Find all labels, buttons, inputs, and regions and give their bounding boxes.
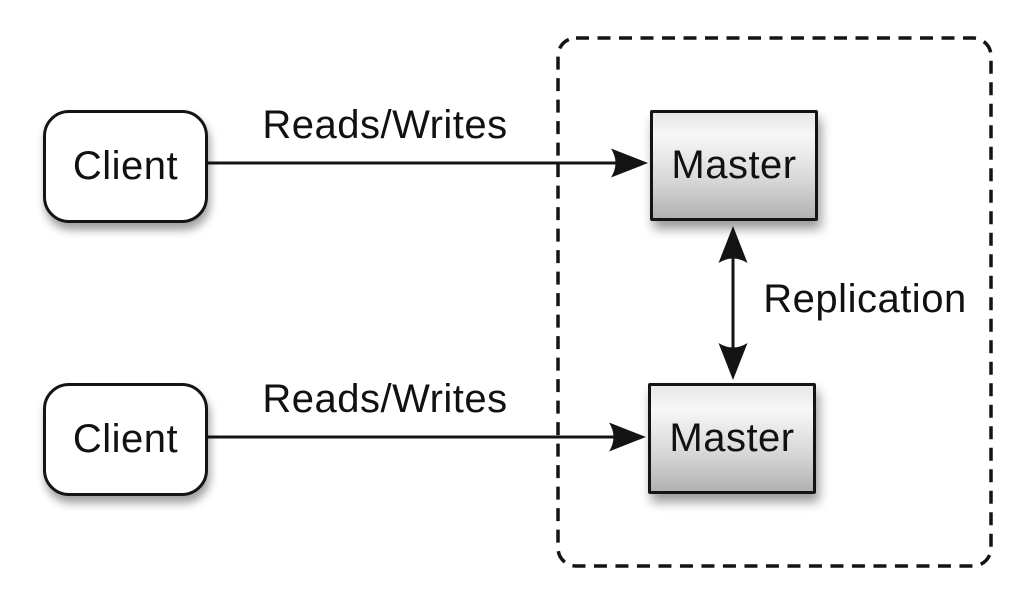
client-node-top: Client xyxy=(43,110,208,223)
master-node-top-label: Master xyxy=(671,143,797,187)
arrowhead-right-bottom xyxy=(609,422,646,452)
arrowhead-right-top xyxy=(611,148,648,178)
arrow-reads-writes-top xyxy=(208,148,648,178)
master-node-bottom-label: Master xyxy=(669,416,795,460)
replication-boundary-dashed-box xyxy=(556,36,993,568)
arrow-reads-writes-bottom xyxy=(207,422,646,452)
reads-writes-label-top: Reads/Writes xyxy=(262,103,508,147)
arrow-replication xyxy=(718,226,748,380)
arrowhead-down xyxy=(718,343,748,380)
arrowhead-up xyxy=(718,226,748,263)
replication-label: Replication xyxy=(763,277,967,321)
master-node-bottom: Master xyxy=(648,383,816,494)
master-node-top: Master xyxy=(650,110,818,221)
client-node-bottom: Client xyxy=(43,383,208,496)
client-node-top-label: Client xyxy=(72,144,179,188)
client-node-bottom-label: Client xyxy=(72,417,179,461)
reads-writes-label-bottom: Reads/Writes xyxy=(262,377,508,421)
